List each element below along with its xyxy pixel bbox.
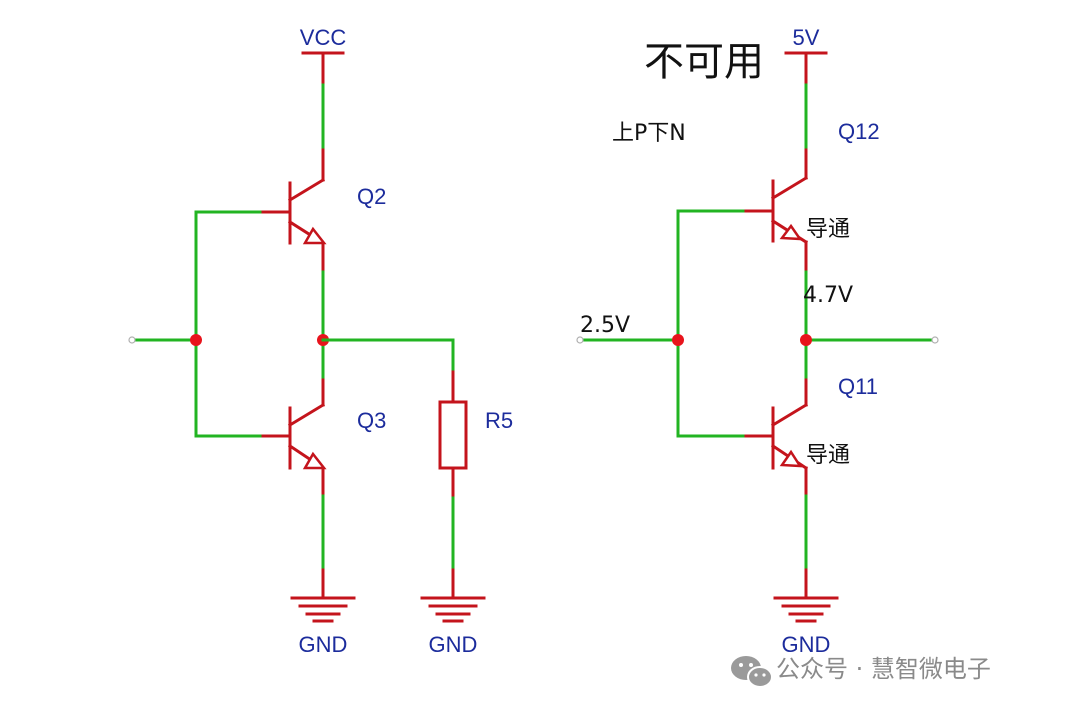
- gnd-symbol: [420, 568, 486, 623]
- gnd-label: GND: [299, 632, 348, 657]
- q11-label: Q11: [838, 374, 878, 399]
- transistor-q12: [741, 148, 809, 274]
- watermark: 公众号 · 慧智微电子: [731, 655, 991, 688]
- wechat-icon: [731, 656, 773, 688]
- junction-dot: [800, 334, 812, 346]
- state-label-top: 导通: [806, 217, 850, 242]
- q3-label: Q3: [357, 408, 386, 433]
- state-label-bottom: 导通: [806, 443, 850, 468]
- gnd-label: GND: [782, 632, 831, 657]
- q12-label: Q12: [838, 119, 880, 144]
- output-voltage-label: 4.7V: [803, 283, 853, 308]
- vcc-label: VCC: [300, 25, 347, 50]
- supply-label: 5V: [793, 25, 820, 50]
- input-terminal: [128, 336, 136, 344]
- gnd-symbol: [290, 568, 356, 623]
- arrangement-note: 上P下N: [612, 121, 686, 146]
- wire: [321, 338, 455, 374]
- gnd-label: GND: [429, 632, 478, 657]
- right-circuit: 不可用 5V 上P下N Q12 导通 4.7V 2.5V Q11 导通 GND: [576, 25, 939, 657]
- wire: [676, 209, 745, 438]
- r5-label: R5: [485, 408, 513, 433]
- watermark-text: 公众号 · 慧智微电子: [776, 655, 991, 683]
- resistor-r5: [438, 370, 468, 500]
- left-circuit: VCC Q2 Q3 R5 GND GND: [128, 25, 513, 657]
- junction-dot: [190, 334, 202, 346]
- transistor-q2: [258, 148, 327, 274]
- title-label: 不可用: [644, 39, 764, 85]
- output-terminal: [931, 336, 939, 344]
- transistor-q11: [741, 378, 809, 498]
- supply-symbol: [784, 51, 828, 87]
- vcc-symbol: [301, 51, 345, 87]
- transistor-q3: [258, 378, 327, 498]
- input-voltage-label: 2.5V: [580, 313, 630, 338]
- q2-label: Q2: [357, 184, 386, 209]
- wire: [194, 210, 262, 438]
- gnd-symbol: [773, 568, 839, 623]
- input-terminal: [576, 336, 584, 344]
- junction-dot: [672, 334, 684, 346]
